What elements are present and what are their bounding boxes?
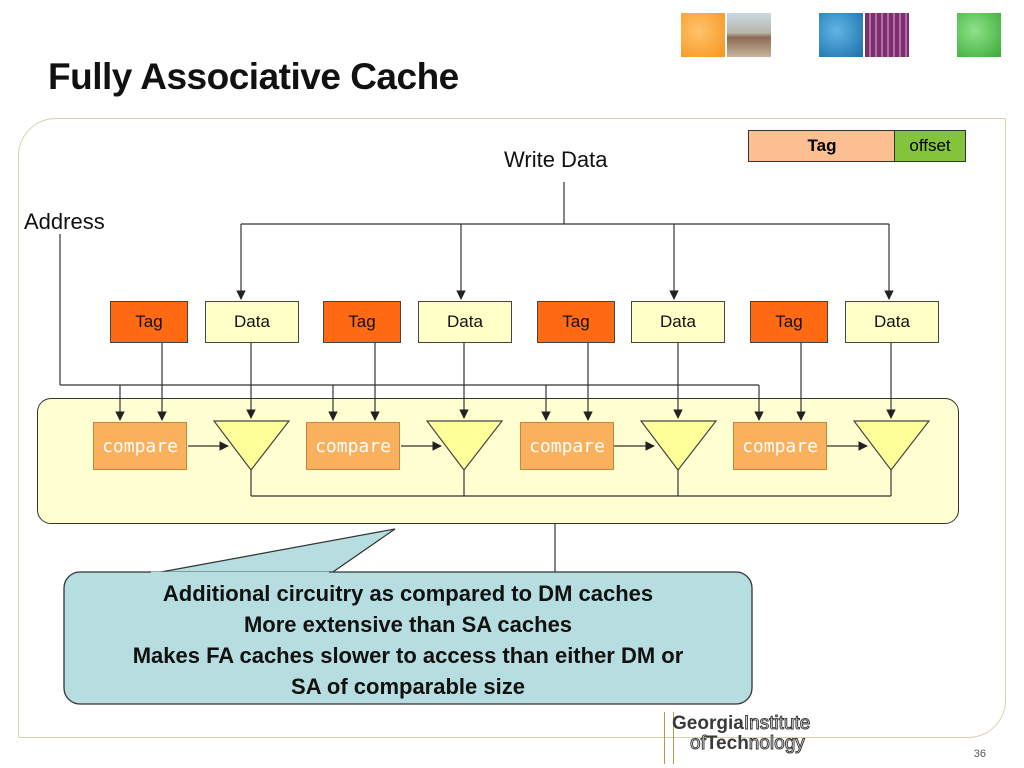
callout-bubble [63, 571, 753, 705]
compare-box-2: compare [306, 422, 400, 470]
address-label: Address [24, 209, 105, 234]
page-number: 36 [973, 748, 986, 760]
circuit-photo-icon [865, 13, 909, 57]
slide-title: Fully Associative Cache [48, 56, 459, 97]
cache-entry-3-data: Data [631, 301, 725, 343]
logo-tech: Tech [705, 733, 749, 754]
campus-photo-icon [727, 13, 771, 57]
cache-entry-2-tag: Tag [323, 301, 401, 343]
cache-entry-2-data: Data [418, 301, 512, 343]
logo-nology: nology [748, 733, 805, 754]
green-tile-icon [957, 13, 1001, 57]
callout-pointer [149, 528, 396, 575]
logo-mark-icon [664, 712, 674, 764]
address-tag-field: Tag [748, 130, 896, 162]
callout-text: Additional circuitry as compared to DM c… [80, 578, 736, 702]
cache-entry-3-tag: Tag [537, 301, 615, 343]
callout-line-4: SA of comparable size [291, 674, 525, 699]
cache-entry-4-data: Data [845, 301, 939, 343]
compare-box-3: compare [520, 422, 614, 470]
mux-1 [212, 420, 291, 471]
callout-line-1: Additional circuitry as compared to DM c… [162, 581, 654, 606]
compare-box-4: compare [733, 422, 827, 470]
cache-entry-1-tag: Tag [110, 301, 188, 343]
logo-of: of [690, 733, 707, 754]
callout-line-3: Makes FA caches slower to access than ei… [132, 643, 684, 668]
blue-tile-icon [819, 13, 863, 57]
logo-georgia: Georgia [672, 713, 744, 734]
cache-entry-4-tag: Tag [750, 301, 828, 343]
content-frame [18, 118, 1006, 738]
cache-entry-1-data: Data [205, 301, 299, 343]
address-offset-field: offset [894, 130, 966, 162]
mux-2 [425, 420, 504, 471]
mux-4 [852, 420, 931, 471]
orange-tile-icon [681, 13, 725, 57]
callout-line-2: More extensive than SA caches [243, 612, 573, 637]
write-data-label: Write Data [504, 147, 608, 172]
logo-institute: Institute [743, 713, 811, 734]
georgia-tech-logo: GeorgiaInstitute ofTechnology [672, 713, 811, 754]
mux-3 [639, 420, 718, 471]
compare-box-1: compare [93, 422, 187, 470]
